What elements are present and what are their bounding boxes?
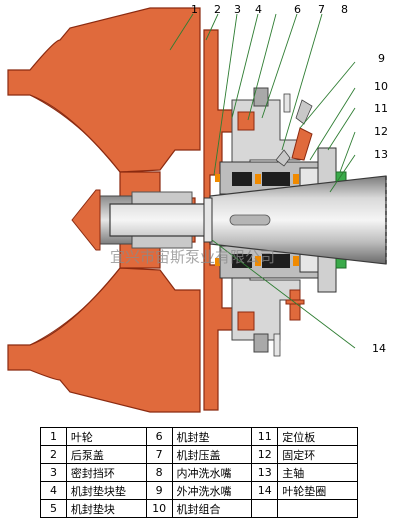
callout-10: 10 xyxy=(374,80,388,93)
legend-part-label: 定位板 xyxy=(277,427,358,446)
legend-part-label: 机封压盖 xyxy=(171,445,253,464)
impeller-upper-shroud xyxy=(7,7,201,173)
callout-8: 8 xyxy=(341,3,348,16)
legend-part-label: 机封组合 xyxy=(171,499,253,518)
legend-part-label: 内冲洗水嘴 xyxy=(171,463,253,482)
impeller-vane-inner-line xyxy=(29,94,121,346)
legend-part-label: 固定环 xyxy=(277,445,358,464)
pump-seal-cross-section: 1 2 3 4 6 7 8 9 10 11 12 13 14 宜兴市宙斯泵业有限… xyxy=(7,3,388,413)
callout-11: 11 xyxy=(374,102,388,115)
legend-part-number: 10 xyxy=(145,499,173,518)
leader-lines xyxy=(169,13,356,349)
callout-9: 9 xyxy=(378,52,385,65)
legend-part-label xyxy=(277,499,358,518)
callout-3: 3 xyxy=(234,3,241,16)
legend-part-number: 11 xyxy=(251,427,279,446)
legend-part-label: 叶轮垫圈 xyxy=(277,481,358,500)
legend-part-label: 主轴 xyxy=(277,463,358,482)
shaft-keyway xyxy=(229,214,271,226)
legend-part-label: 外冲洗水嘴 xyxy=(171,481,253,500)
legend-part-number: 9 xyxy=(145,481,173,500)
watermark-text: 宜兴市宙斯泵业有限公司 xyxy=(110,248,275,266)
callout-12: 12 xyxy=(374,125,388,138)
callout-1: 1 xyxy=(191,3,198,16)
legend-part-number xyxy=(251,499,279,518)
legend-part-number: 2 xyxy=(40,445,67,464)
legend-part-number: 6 xyxy=(145,427,173,446)
locating-plate xyxy=(317,147,347,293)
legend-part-number: 3 xyxy=(40,463,67,482)
legend-part-number: 5 xyxy=(40,499,67,518)
callout-4: 4 xyxy=(255,3,262,16)
legend-part-number: 1 xyxy=(40,427,67,446)
legend-part-label: 机封垫块垫 xyxy=(65,481,147,500)
legend-part-label: 叶轮 xyxy=(65,427,147,446)
legend-part-number: 12 xyxy=(251,445,279,464)
legend-part-number: 7 xyxy=(145,445,173,464)
legend-part-number: 14 xyxy=(251,481,279,500)
callout-6: 6 xyxy=(294,3,301,16)
callout-13: 13 xyxy=(374,148,388,161)
legend-part-label: 后泵盖 xyxy=(65,445,147,464)
main-shaft xyxy=(109,175,387,265)
legend-part-number: 4 xyxy=(40,481,67,500)
flush-nozzles xyxy=(275,99,313,321)
callout-2: 2 xyxy=(214,3,221,16)
callout-14: 14 xyxy=(372,342,386,355)
seal-pad-blocks xyxy=(237,111,255,331)
callout-7: 7 xyxy=(318,3,325,16)
callout-labels: 1 2 3 4 6 7 8 9 10 11 12 13 14 xyxy=(191,3,388,355)
legend-part-number: 13 xyxy=(251,463,279,482)
legend-part-number: 8 xyxy=(145,463,173,482)
legend-part-label: 机封垫 xyxy=(171,427,253,446)
impeller-lower-shroud xyxy=(7,267,201,413)
legend-part-label: 机封垫块 xyxy=(65,499,147,518)
impeller-washer xyxy=(203,197,213,243)
legend-part-label: 密封挡环 xyxy=(65,463,147,482)
